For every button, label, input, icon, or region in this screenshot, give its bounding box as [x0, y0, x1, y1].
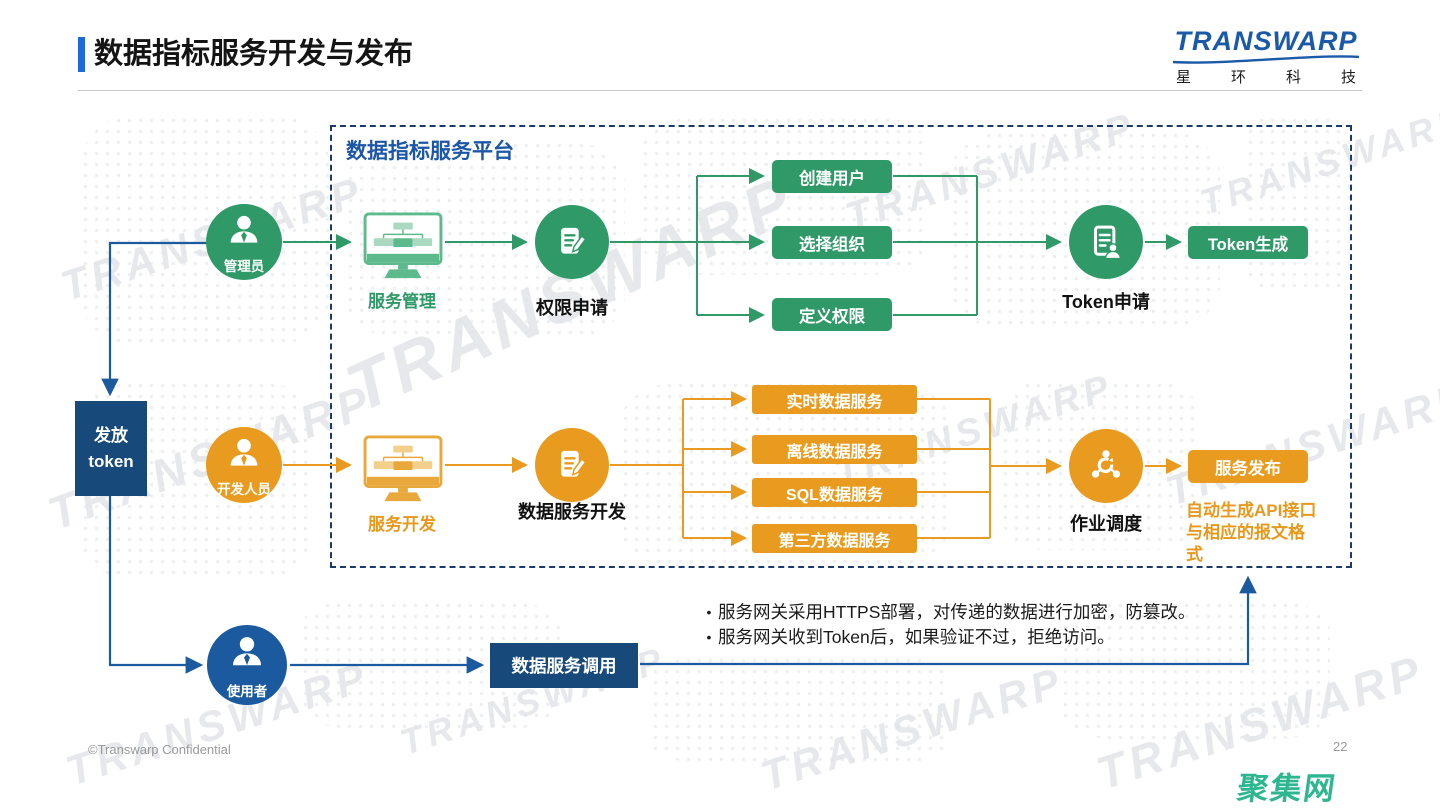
scheduler-icon [1091, 450, 1121, 478]
api-note-line: 与相应的报文格 [1186, 523, 1305, 543]
api-note-line: 式 [1186, 545, 1203, 565]
dot-map-pattern [1245, 115, 1350, 295]
data-service-dev-label: 数据服务开发 [518, 502, 626, 522]
step-create-user: 创建用户 [772, 160, 892, 193]
logo-wordmark: TRANSWARP [1174, 26, 1358, 56]
document-pen-icon [561, 450, 587, 477]
note-text: 服务网关收到Token后，如果验证不过，拒绝访问。 [718, 627, 1115, 647]
note-item: • 服务网关采用HTTPS部署，对传递的数据进行加密，防篡改。 [700, 600, 1245, 625]
api-note-line: 自动生成API接口 [1186, 501, 1317, 520]
token-apply-label: Token申请 [1062, 292, 1150, 312]
api-note: 自动生成API接口 与相应的报文格 式 [1186, 500, 1318, 566]
page-number: 22 [1333, 739, 1348, 754]
permission-apply-node [535, 205, 609, 279]
service-dev-label: 服务开发 [368, 515, 436, 534]
dot-map-pattern [650, 655, 950, 765]
actor-admin: 管理员 [206, 204, 282, 280]
service-mgmt-label: 服务管理 [368, 292, 436, 311]
logo-subtitle-char: 星 [1176, 69, 1192, 86]
logo-swoosh-icon [1172, 55, 1360, 64]
issue-token-line2: token [88, 451, 134, 471]
service-publish-button: 服务发布 [1188, 450, 1308, 483]
person-icon [233, 637, 261, 666]
service-mgmt-monitor-icon [362, 211, 444, 288]
platform-title: 数据指标服务平台 [346, 140, 514, 163]
service-thirdparty: 第三方数据服务 [752, 524, 917, 553]
person-icon [230, 438, 258, 466]
document-pen-icon [561, 227, 587, 254]
data-service-call-box: 数据服务调用 [490, 643, 638, 688]
actor-label: 开发人员 [217, 482, 271, 497]
title-accent-bar [78, 37, 85, 72]
actor-label: 管理员 [223, 259, 265, 274]
logo-subtitle: 星 环 科 技 [1168, 66, 1364, 87]
data-service-dev-node [535, 428, 609, 502]
service-dev-monitor-icon [362, 434, 444, 511]
gateway-notes: • 服务网关采用HTTPS部署，对传递的数据进行加密，防篡改。 • 服务网关收到… [700, 600, 1245, 650]
service-offline: 离线数据服务 [752, 435, 917, 464]
logo-subtitle-char: 科 [1285, 69, 1301, 86]
document-person-icon [1094, 225, 1122, 260]
note-text: 服务网关采用HTTPS部署，对传递的数据进行加密，防篡改。 [718, 602, 1196, 622]
bullet-icon: • [706, 629, 712, 645]
issue-token-line1: 发放 [94, 426, 128, 445]
confidential-footer: ©Transwarp Confidential [88, 742, 231, 757]
logo-subtitle-char: 技 [1340, 69, 1356, 86]
service-sql: SQL数据服务 [752, 478, 917, 507]
service-realtime: 实时数据服务 [752, 385, 917, 414]
actor-developer: 开发人员 [206, 427, 282, 503]
logo-subtitle-char: 环 [1230, 69, 1246, 86]
job-schedule-node [1069, 429, 1143, 503]
platform-container: 数据指标服务平台 [330, 125, 1352, 568]
token-generate-button: Token生成 [1188, 226, 1308, 259]
header-divider [78, 90, 1362, 91]
site-watermark: 聚集网 [1235, 771, 1340, 806]
transwarp-logo: TRANSWARP 星 环 科 技 [1168, 26, 1364, 87]
person-icon [230, 215, 258, 243]
note-item: • 服务网关收到Token后，如果验证不过，拒绝访问。 [700, 625, 1245, 650]
actor-user: 使用者 [207, 625, 287, 705]
step-define-permission: 定义权限 [772, 298, 892, 331]
bullet-icon: • [706, 604, 712, 620]
actor-label: 使用者 [226, 684, 268, 699]
page-title: 数据指标服务开发与发布 [94, 38, 414, 70]
permission-apply-label: 权限申请 [536, 298, 608, 318]
issue-token-box: 发放 token [75, 401, 147, 496]
step-select-org: 选择组织 [772, 226, 892, 259]
job-schedule-label: 作业调度 [1070, 514, 1142, 534]
token-apply-node [1069, 205, 1143, 279]
